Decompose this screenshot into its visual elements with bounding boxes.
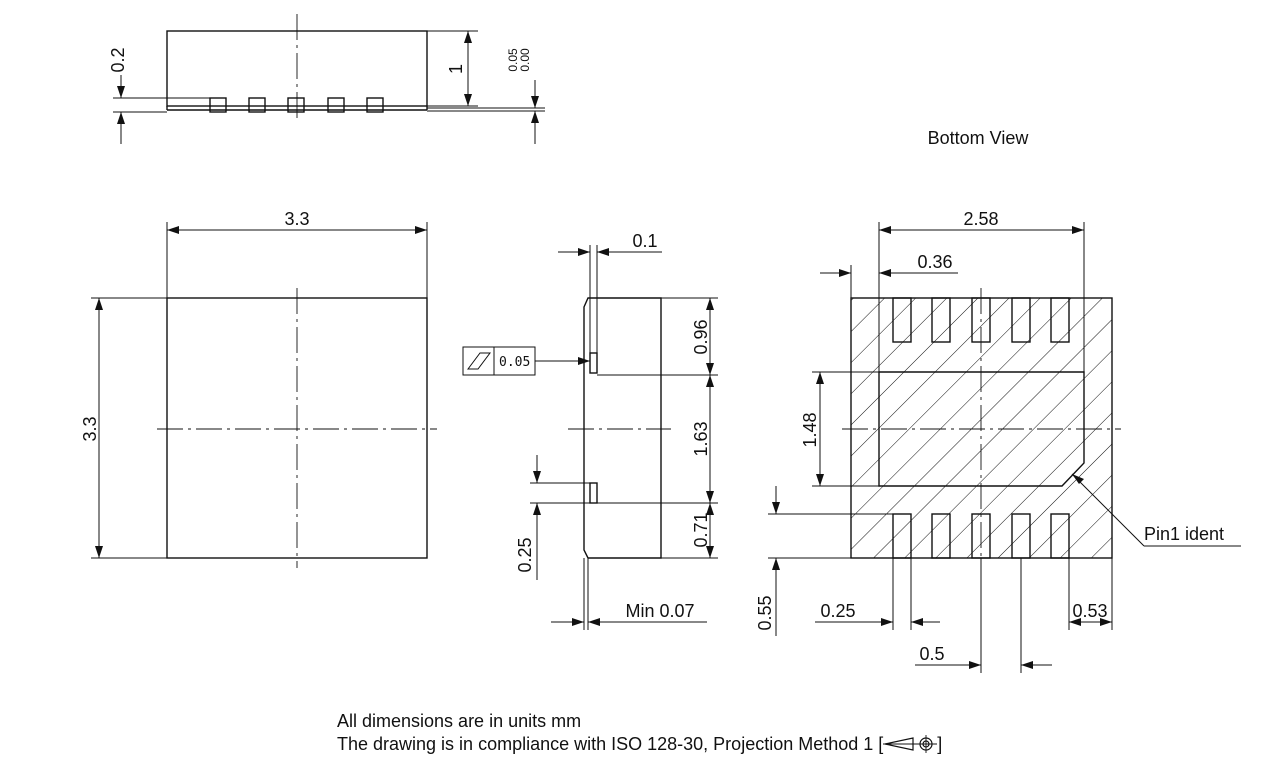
dim-pad-thickness: 0.2: [108, 47, 128, 72]
dim-pitch: 0.5: [919, 644, 944, 664]
dim-chamfer: 0.25: [515, 537, 535, 572]
side-view: 0.1 0.05 0.96 1.63 0.71 0.25: [462, 231, 718, 630]
bottom-view: 2.58 0.36 1.48 Pin1 ident 0.55: [755, 209, 1241, 673]
side-profile-view: 0.2 1 0.05 0.00: [108, 14, 545, 144]
dim-standoff-upper: 0.05: [506, 48, 520, 72]
bottom-view-title: Bottom View: [928, 128, 1030, 148]
dim-first-pad-offset: 0.36: [917, 252, 952, 272]
side-terminals: [209, 97, 384, 113]
dim-exposed-pad-height: 1.48: [800, 412, 820, 447]
flatness-icon: [467, 352, 491, 370]
dim-pad-width: 0.25: [820, 601, 855, 621]
dim-width: 3.3: [284, 209, 309, 229]
dim-pad-span: 2.58: [963, 209, 998, 229]
units-note: All dimensions are in units mm: [337, 711, 582, 731]
dim-top-gap: 0.1: [632, 231, 657, 251]
projection-method-icon: [883, 735, 938, 753]
compliance-prefix: The drawing is in compliance with ISO 12…: [337, 734, 884, 754]
pin1-ident-label: Pin1 ident: [1144, 524, 1224, 544]
dim-lower-offset: 0.71: [691, 512, 711, 547]
dim-height: 3.3: [80, 416, 100, 441]
dim-upper-offset: 0.96: [691, 319, 711, 354]
top-view: 3.3 3.3: [80, 209, 437, 568]
dim-edge-offset: 0.53: [1072, 601, 1107, 621]
compliance-suffix: ]: [937, 734, 943, 754]
dim-total-height: 1: [446, 64, 466, 74]
dim-pad-pitch: 1.63: [691, 421, 711, 456]
flatness-tolerance-frame: 0.05: [462, 346, 590, 376]
compliance-note: The drawing is in compliance with ISO 12…: [337, 733, 942, 755]
flatness-value: 0.05: [499, 355, 530, 370]
dim-standoff-lower: 0.00: [518, 48, 532, 72]
dim-min-edge: Min 0.07: [625, 601, 694, 621]
dim-pad-length: 0.55: [755, 595, 775, 630]
